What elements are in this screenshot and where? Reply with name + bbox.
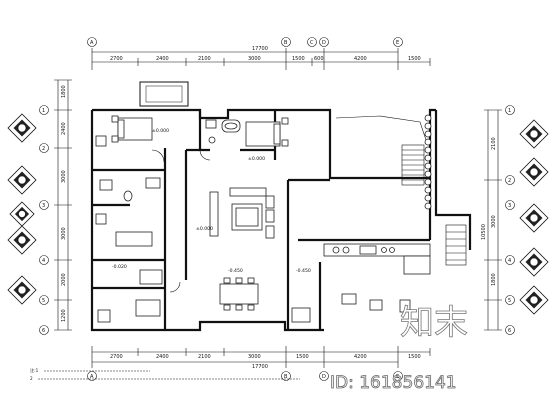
- axis-left-2: 2: [42, 146, 45, 152]
- left-dim-6: 1200: [61, 309, 67, 322]
- right-dim-3: 1800: [491, 273, 497, 286]
- axis-bottom-e: E: [396, 374, 399, 380]
- bottom-dim-2: 2400: [156, 354, 169, 360]
- building-walls: [90, 81, 472, 332]
- axis-left-3: 3: [42, 203, 45, 209]
- axis-left-1: 1: [42, 108, 45, 114]
- top-total-dim: 17700: [252, 46, 268, 52]
- elevation-labels: ±0.000 ±0.000 -0.450 -0.020 -0.450 ±0.00…: [112, 128, 311, 274]
- axis-right-2: 2: [508, 178, 511, 184]
- top-dim-4: 3000: [248, 56, 261, 62]
- axis-top-e: E: [396, 40, 399, 46]
- planter-row: [424, 114, 432, 210]
- axis-top-c: C: [310, 40, 314, 46]
- bottom-dim-1: 2700: [110, 354, 123, 360]
- top-dim-8: 1500: [408, 56, 421, 62]
- axis-right-5: 5: [508, 298, 511, 304]
- top-dim-7: 4200: [354, 56, 367, 62]
- elev-bedroom-2: ±0.000: [248, 156, 265, 162]
- note-2: 2: [30, 376, 33, 381]
- axis-top-d: D: [322, 40, 326, 46]
- watermark: 知末 ID: 161856141: [330, 303, 469, 394]
- bottom-dimension-chain: 2700 2400 2100 3000 1500 4200 1500 17700…: [87, 346, 431, 381]
- axis-left-6: 6: [42, 328, 45, 334]
- note-1: 注:1: [30, 367, 39, 374]
- bottom-dim-3: 2100: [198, 354, 211, 360]
- axis-right-4: 4: [508, 258, 511, 264]
- elev-bedroom-1: ±0.000: [152, 128, 169, 134]
- axis-top-b: B: [284, 40, 288, 46]
- axis-right-1: 1: [508, 108, 511, 114]
- top-axis-bubbles: A B C D E: [87, 37, 403, 47]
- axis-bottom-b: B: [284, 374, 288, 380]
- left-dim-1: 1800: [61, 85, 67, 98]
- right-dim-1: 2100: [491, 137, 497, 150]
- bottom-dim-5: 1500: [296, 354, 309, 360]
- elev-dining: -0.450: [228, 268, 243, 274]
- bottom-total-dim: 17700: [252, 364, 268, 370]
- left-dim-5: 2000: [61, 273, 67, 286]
- axis-right-3: 3: [508, 203, 511, 209]
- bottom-dim-6: 4200: [354, 354, 367, 360]
- drawing-notes: 注:1 2: [30, 367, 300, 381]
- left-dimension-chain: 1800 2400 3000 3000 2000 1200 1 2 3 4 5 …: [39, 79, 72, 335]
- left-dim-4: 3000: [61, 227, 67, 240]
- watermark-id: ID: 161856141: [330, 373, 457, 393]
- axis-bottom-a: A: [90, 374, 94, 380]
- left-dim-2: 2400: [61, 122, 67, 135]
- axis-left-4: 4: [42, 258, 45, 264]
- axis-right-6: 6: [508, 328, 511, 334]
- top-dim-1: 2700: [110, 56, 123, 62]
- axis-bottom-d: D: [322, 374, 326, 380]
- elevation-index-symbols-right: [519, 119, 549, 315]
- elevation-index-symbols-left: [7, 113, 37, 305]
- elev-corridor: ±0.000: [196, 226, 213, 232]
- bottom-dim-7: 1500: [408, 354, 421, 360]
- top-dimension-chain: 17700 2700 2400 2100 3000 1500 600 4200 …: [87, 37, 431, 70]
- top-dim-5: 1500: [292, 56, 305, 62]
- watermark-logo: 知末: [400, 303, 468, 343]
- right-total-dim: 10500: [481, 224, 487, 240]
- top-dim-6: 600: [314, 56, 324, 62]
- bottom-axis-bubbles: A B D E: [87, 371, 403, 381]
- axis-left-5: 5: [42, 298, 45, 304]
- elev-kitchen: -0.450: [296, 268, 311, 274]
- bottom-dim-4: 3000: [248, 354, 261, 360]
- top-dim-2: 2400: [156, 56, 169, 62]
- left-dim-3: 3000: [61, 170, 67, 183]
- right-dimension-chain: 2100 3000 1800 10500 1 2 3 4 5 6: [481, 105, 515, 335]
- exterior-stairs: [335, 115, 467, 266]
- furniture: [95, 115, 431, 323]
- right-dim-2: 3000: [491, 215, 497, 228]
- top-dim-3: 2100: [198, 56, 211, 62]
- axis-top-a: A: [90, 40, 94, 46]
- elev-study: -0.020: [112, 264, 127, 270]
